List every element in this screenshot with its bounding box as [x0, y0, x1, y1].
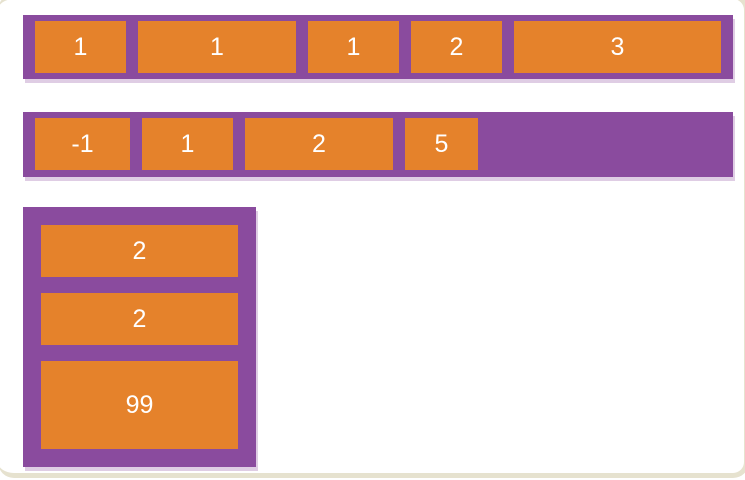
- flex-item: 2: [41, 293, 238, 345]
- flex-item: -1: [35, 118, 130, 170]
- flex-item: 2: [41, 225, 238, 277]
- flex-item: 1: [138, 21, 296, 73]
- flex-item: 99: [41, 361, 238, 449]
- flex-item: 1: [35, 21, 126, 73]
- flex-item: 2: [245, 118, 393, 170]
- flex-item: 2: [411, 21, 502, 73]
- flex-item: 1: [142, 118, 233, 170]
- flex-item: 1: [308, 21, 399, 73]
- flex-item: 3: [514, 21, 721, 73]
- flex-item: 5: [405, 118, 478, 170]
- flex-container-column: 2 2 99: [23, 207, 256, 467]
